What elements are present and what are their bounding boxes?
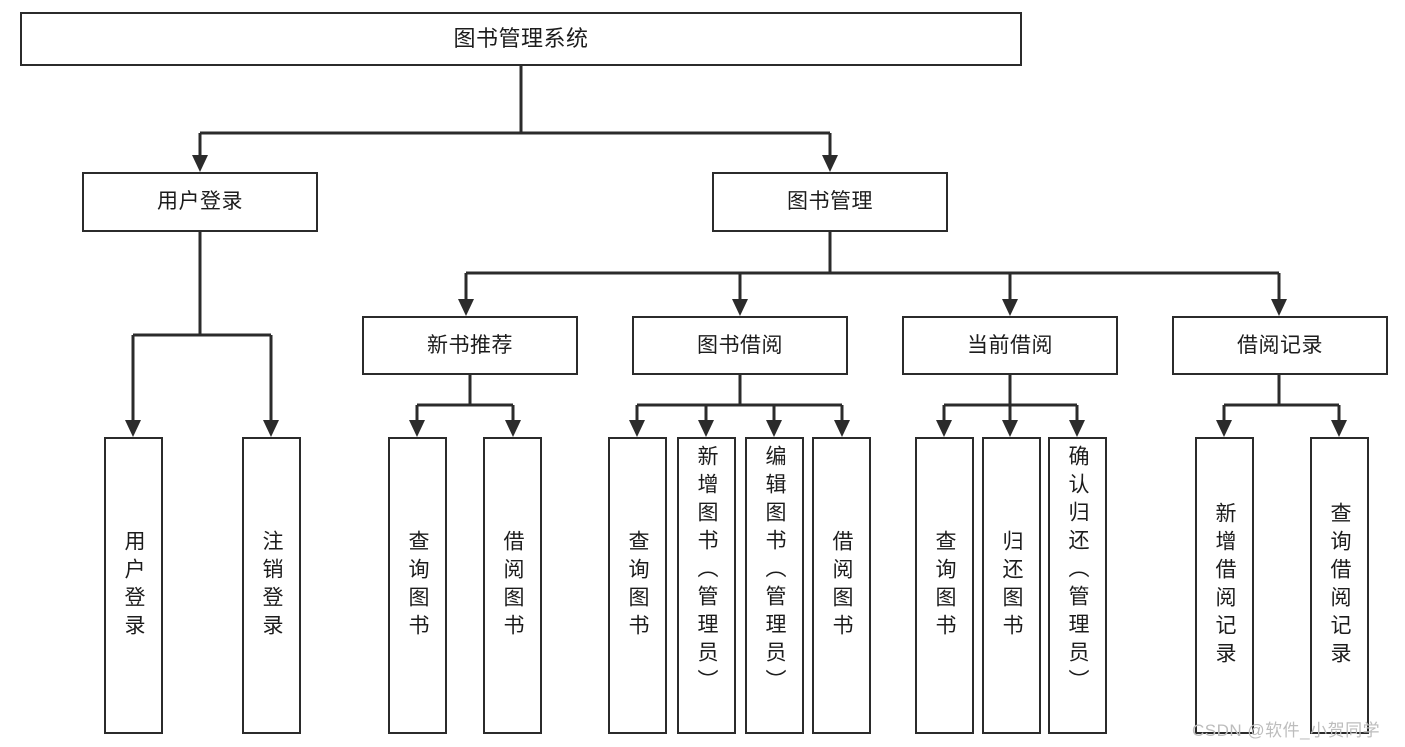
node-level2-图书借阅[interactable]: 图书借阅 (632, 316, 848, 375)
node-label: 注销登录 (260, 529, 283, 642)
arrow-head (192, 155, 208, 172)
node-leaf-图书借阅-借阅图书[interactable]: 借阅图书 (812, 437, 871, 734)
node-label: 查询图书 (626, 529, 649, 642)
node-level2-新书推荐[interactable]: 新书推荐 (362, 316, 578, 375)
arrow-head (1216, 420, 1232, 437)
arrow-head (936, 420, 952, 437)
node-root-图书管理系统[interactable]: 图书管理系统 (20, 12, 1022, 66)
arrow-head (629, 420, 645, 437)
node-level2-借阅记录[interactable]: 借阅记录 (1172, 316, 1388, 375)
node-leaf-新书推荐-借阅图书[interactable]: 借阅图书 (483, 437, 542, 734)
node-label: 新增借阅记录 (1213, 501, 1236, 670)
node-leaf-用户登录-注销登录[interactable]: 注销登录 (242, 437, 301, 734)
arrow-head (458, 299, 474, 316)
arrow-head (1069, 420, 1085, 437)
node-leaf-新书推荐-查询图书[interactable]: 查询图书 (388, 437, 447, 734)
node-label: 图书管理 (787, 190, 873, 214)
node-leaf-借阅记录-新增借阅记录[interactable]: 新增借阅记录 (1195, 437, 1254, 734)
arrow-head (1002, 420, 1018, 437)
node-label: 图书管理系统 (453, 25, 589, 51)
arrow-head (409, 420, 425, 437)
node-leaf-当前借阅-查询图书[interactable]: 查询图书 (915, 437, 974, 734)
node-leaf-借阅记录-查询借阅记录[interactable]: 查询借阅记录 (1310, 437, 1369, 734)
arrow-head (834, 420, 850, 437)
node-leaf-图书借阅-编辑图书（管理员）[interactable]: 编辑图书（管理员） (745, 437, 804, 734)
node-leaf-图书借阅-查询图书[interactable]: 查询图书 (608, 437, 667, 734)
node-label: 新增图书（管理员） (695, 445, 718, 697)
arrow-head (505, 420, 521, 437)
node-label: 借阅图书 (830, 529, 853, 642)
node-label: 归还图书 (1000, 529, 1023, 642)
node-label: 编辑图书（管理员） (763, 445, 786, 697)
node-level1-用户登录[interactable]: 用户登录 (82, 172, 318, 232)
arrow-head (1271, 299, 1287, 316)
arrow-head (1331, 420, 1347, 437)
arrow-head (766, 420, 782, 437)
node-leaf-当前借阅-确认归还（管理员）[interactable]: 确认归还（管理员） (1048, 437, 1107, 734)
node-label: 查询图书 (406, 529, 429, 642)
node-label: 借阅记录 (1237, 333, 1323, 357)
node-leaf-当前借阅-归还图书[interactable]: 归还图书 (982, 437, 1041, 734)
node-label: 查询图书 (933, 529, 956, 642)
arrow-head (698, 420, 714, 437)
arrow-head (822, 155, 838, 172)
node-label: 用户登录 (122, 529, 145, 642)
arrow-head (263, 420, 279, 437)
arrow-head (732, 299, 748, 316)
node-level2-当前借阅[interactable]: 当前借阅 (902, 316, 1118, 375)
node-label: 借阅图书 (501, 529, 524, 642)
watermark: CSDN @软件_小贺同学 (1192, 721, 1381, 740)
arrow-head (1002, 299, 1018, 316)
node-label: 用户登录 (157, 190, 243, 214)
node-label: 图书借阅 (697, 333, 783, 357)
node-label: 确认归还（管理员） (1066, 445, 1089, 697)
node-label: 查询借阅记录 (1328, 501, 1351, 670)
arrow-head (125, 420, 141, 437)
node-label: 新书推荐 (427, 333, 513, 357)
node-leaf-用户登录-用户登录[interactable]: 用户登录 (104, 437, 163, 734)
node-leaf-图书借阅-新增图书（管理员）[interactable]: 新增图书（管理员） (677, 437, 736, 734)
node-label: 当前借阅 (967, 333, 1053, 357)
node-level1-图书管理[interactable]: 图书管理 (712, 172, 948, 232)
